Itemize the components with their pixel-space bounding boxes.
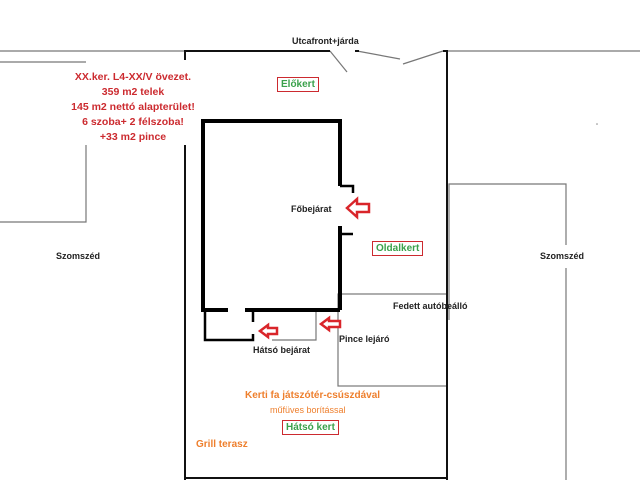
grill-terrace-label: Grill terasz bbox=[196, 439, 248, 450]
back-entrance-label: Hátsó bejárat bbox=[253, 345, 311, 355]
playground-label: Kerti fa játszótér-csúszdával bbox=[245, 390, 381, 401]
stray-dot bbox=[596, 123, 598, 125]
plot-front-left bbox=[184, 50, 330, 60]
info-line-rooms: 6 szoba+ 2 félszoba! bbox=[82, 116, 184, 128]
gate-line-3 bbox=[402, 50, 444, 65]
info-line-zoning: XX.ker. L4-XX/V övezet. bbox=[74, 71, 192, 83]
info-line-cellar: +33 m2 pince bbox=[99, 131, 167, 143]
playground-sub-label: műfüves borítással bbox=[270, 405, 346, 415]
back-garden-label: Hátsó kert bbox=[282, 420, 339, 435]
front-garden-label: Előkert bbox=[277, 77, 319, 92]
main-entrance-arrow-icon bbox=[345, 196, 371, 220]
property-info-block: XX.ker. L4-XX/V övezet. 359 m2 telek 145… bbox=[58, 70, 208, 145]
gate-line-1 bbox=[329, 50, 348, 73]
cellar-access-label: Pince lejáró bbox=[339, 334, 390, 344]
right-neighbor-label: Szomszéd bbox=[540, 251, 585, 261]
street-label: Utcafront+járda bbox=[292, 36, 359, 46]
left-neighbor-label: Szomszéd bbox=[56, 251, 101, 261]
left-neighbor-house bbox=[0, 145, 87, 223]
house-outer-wall bbox=[201, 119, 342, 312]
arrows bbox=[257, 196, 371, 340]
back-annex-wall bbox=[203, 310, 255, 342]
side-garden-label: Oldalkert bbox=[372, 241, 424, 256]
cellar-access-arrow-icon bbox=[318, 315, 342, 333]
back-entrance-arrow-icon bbox=[257, 322, 279, 340]
boundary-lines bbox=[0, 50, 640, 480]
plot-boundary bbox=[184, 50, 448, 480]
main-entrance-jamb-top bbox=[340, 184, 355, 193]
gate-line-2 bbox=[356, 50, 401, 60]
info-line-plot: 359 m2 telek bbox=[101, 86, 165, 98]
plot-right-edge bbox=[443, 50, 448, 480]
info-line-floor-area: 145 m2 nettó alapterület! bbox=[71, 101, 195, 113]
main-entrance-label: Főbejárat bbox=[291, 204, 332, 214]
right-neighbor-house bbox=[448, 183, 567, 320]
house-walls bbox=[201, 119, 355, 342]
back-terrace-line bbox=[272, 312, 317, 341]
covered-parking-label: Fedett autóbeálló bbox=[393, 301, 468, 311]
